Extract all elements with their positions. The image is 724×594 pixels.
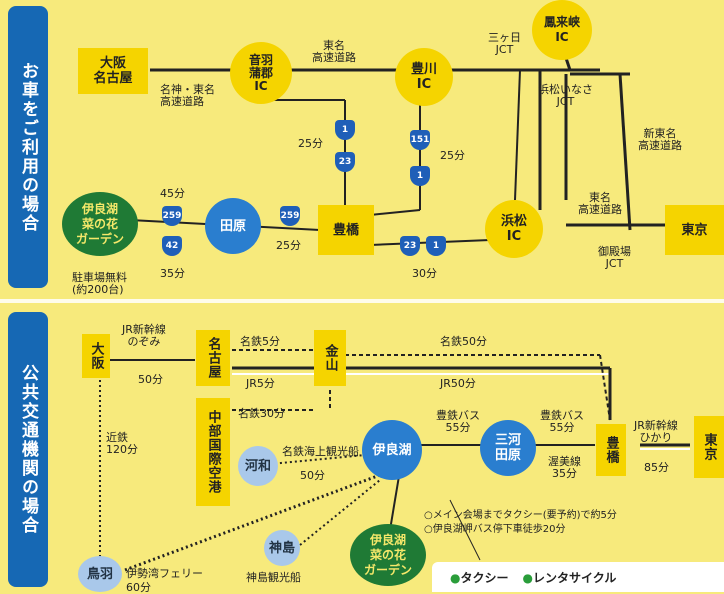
gotenba-jct-label: 御殿場 JCT (598, 245, 631, 270)
kamishima-ship-label: 神島観光船 (246, 571, 301, 584)
time-label: 50分 (300, 469, 325, 482)
legend-box: ●タクシー ●レンタサイクル (432, 562, 724, 592)
tomei-mid-label: 東名 高速道路 (578, 191, 622, 216)
kanayama-station-node: 金山 (314, 330, 346, 386)
meitetsu-30-label: 名鉄30分 (238, 407, 285, 420)
nagoya-station-node: 名古屋 (196, 330, 230, 386)
public-transport-section-heading: 公共交通機関の場合 (8, 312, 48, 587)
toyohashi-station-node: 豊橋 (596, 424, 626, 476)
route-shield: 1 (426, 236, 446, 256)
kowa-node: 河和 (238, 446, 278, 486)
route-shield: 23 (335, 152, 355, 172)
osaka-station-node: 大阪 (82, 334, 110, 378)
legend-item-rental-cycle: ●レンタサイクル (522, 570, 617, 585)
time-label: 45分 (160, 187, 185, 200)
toyohashi-node: 豊橋 (318, 205, 374, 255)
jr-nozomi-label: JR新幹線 のぞみ (122, 323, 166, 348)
time-label: 85分 (644, 461, 669, 474)
meitetsu-50-label: 名鉄50分 (440, 335, 487, 348)
tokyo-node: 東京 (665, 205, 724, 255)
dot-icon: ● (522, 570, 533, 585)
legend-item-taxi: ●タクシー (450, 570, 509, 585)
ferry-time-label: 60分 (126, 581, 151, 594)
meitetsu-ship-label: 名鉄海上観光船 (282, 445, 359, 458)
toyokawa-ic-node: 豊川 IC (395, 48, 453, 106)
kamishima-node: 神島 (264, 530, 300, 566)
time-label: 25分 (276, 239, 301, 252)
time-label: 35分 (160, 267, 185, 280)
time-label: 25分 (298, 137, 323, 150)
time-label: 25分 (440, 149, 465, 162)
nanohana-garden-node: 伊良湖 菜の花 ガーデン (62, 192, 138, 256)
time-label: 50分 (138, 373, 163, 386)
shin-tomei-label: 新東名 高速道路 (638, 127, 682, 152)
meishin-tomei-label: 名神・東名 高速道路 (160, 83, 215, 108)
horaikyo-ic-node: 鳳来峡 IC (532, 0, 592, 60)
route-shield: 259 (162, 206, 182, 226)
section-divider (0, 299, 724, 303)
route-shield: 1 (410, 166, 430, 186)
jr-hikari-label: JR新幹線 ひかり (634, 419, 678, 444)
route-shield: 259 (280, 206, 300, 226)
sanjoji-jct-label: 三ヶ日 JCT (488, 31, 521, 56)
car-section-heading: お車をご利用の場合 (8, 6, 48, 288)
parking-label: 駐車場無料 (約200台) (72, 271, 127, 296)
otowa-gamagori-ic-node: 音羽 蒲郡 IC (230, 42, 292, 104)
hamamatsu-inasa-jct-label: 浜松いなさ JCT (538, 83, 593, 108)
toutetsu-bus-label: 豊鉄バス 55分 (540, 409, 584, 434)
meitetsu-5-label: 名鉄5分 (240, 335, 280, 348)
ferry-label: 伊勢湾フェリー (126, 567, 203, 580)
toutetsu-bus-label: 豊鉄バス 55分 (436, 409, 480, 434)
route-shield: 151 (410, 130, 430, 150)
osaka-nagoya-node: 大阪 名古屋 (78, 48, 148, 94)
bus-note: ○伊良湖岬バス停下車徒歩20分 (424, 524, 566, 535)
chubu-airport-node: 中部国際空港 (196, 398, 230, 506)
route-shield: 23 (400, 236, 420, 256)
hamamatsu-ic-node: 浜松 IC (485, 200, 543, 258)
tomei-top-label: 東名 高速道路 (312, 39, 356, 64)
nanohana-garden-node: 伊良湖 菜の花 ガーデン (350, 524, 426, 586)
toba-node: 鳥羽 (78, 556, 122, 592)
jr-5-label: JR5分 (246, 377, 275, 390)
taxi-note: ○メイン会場までタクシー(要予約)で約5分 (424, 510, 617, 521)
route-shield: 42 (162, 236, 182, 256)
dot-icon: ● (450, 570, 461, 585)
tahara-node: 田原 (205, 198, 261, 254)
route-shield: 1 (335, 120, 355, 140)
tokyo-station-node: 東京 (694, 416, 724, 478)
mikawa-tahara-node: 三河 田原 (480, 420, 536, 476)
jr-50-label: JR50分 (440, 377, 476, 390)
time-label: 30分 (412, 267, 437, 280)
irago-node: 伊良湖 (362, 420, 422, 480)
kintetsu-label: 近鉄 120分 (106, 431, 138, 456)
atsumi-line-label: 渥美線 35分 (548, 455, 581, 480)
